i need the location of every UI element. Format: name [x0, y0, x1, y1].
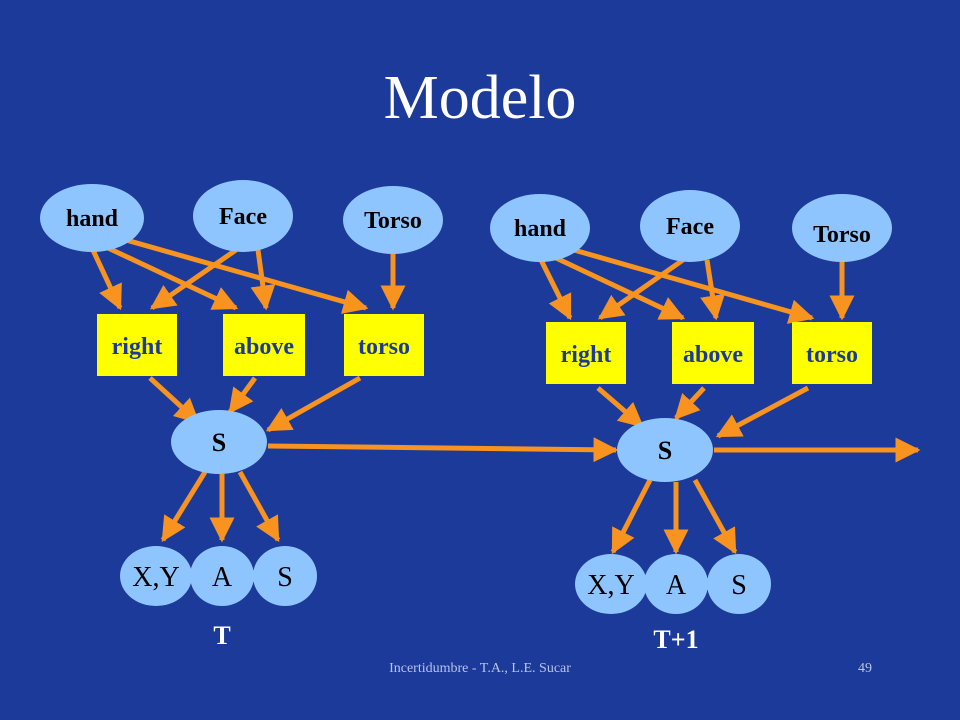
box-torso: torso [344, 314, 424, 376]
node-xy-t1: X,Y [575, 554, 647, 614]
arrow-torso-s-t1 [715, 385, 810, 439]
time-label-t1: T+1 [653, 625, 698, 654]
box-above-t1-label: above [683, 342, 743, 368]
node-torso-label: Torso [364, 208, 422, 234]
slide-title: Modelo [383, 64, 577, 132]
box-above-label: above [234, 334, 294, 360]
node-face-t1: Face [640, 190, 740, 262]
node-s-obs: S [253, 546, 317, 606]
arrow-hand-above [106, 245, 239, 311]
arrow-s-xy [160, 470, 208, 543]
node-xy: X,Y [120, 546, 192, 606]
box-torso-t1: torso [792, 322, 872, 384]
box-right-t1: right [546, 322, 626, 384]
node-xy-label: X,Y [132, 562, 179, 593]
arrow-face-right [149, 247, 238, 311]
box-right-t1-label: right [561, 342, 612, 368]
arrow-torso-s [265, 375, 362, 433]
box-torso-label: torso [358, 334, 410, 360]
node-a: A [190, 546, 254, 606]
arrow-above-s [227, 376, 258, 415]
arrow-above-s-t1 [674, 386, 706, 420]
arrow-s-to-s-t1 [267, 437, 619, 463]
arrow-face-above [250, 249, 276, 311]
node-hand-t1-label: hand [514, 216, 567, 242]
slide-footer: Incertidumbre - T.A., L.E. Sucar [389, 661, 571, 676]
arrows-slice-t [89, 237, 406, 543]
arrows-slice-t1 [537, 247, 855, 555]
slice-t: hand Face Torso right above torso [40, 180, 443, 650]
arrow-hand-torso [125, 237, 369, 314]
arrow-face-above-t1 [700, 259, 725, 321]
node-state-t1-label: S [658, 436, 672, 465]
node-s-obs-t1: S [707, 554, 771, 614]
temporal-arrows [267, 437, 921, 463]
arrow-s-s-t1 [692, 478, 738, 555]
node-hand: hand [40, 184, 144, 252]
arrow-right-s [148, 376, 200, 424]
node-face-label: Face [219, 204, 267, 230]
arrow-hand-right-t1 [537, 256, 573, 321]
arrow-hand-right [89, 246, 123, 311]
node-face-t1-label: Face [666, 214, 714, 240]
node-s-obs-label: S [277, 562, 293, 593]
slice-t1: hand Face Torso right above torso [490, 190, 892, 654]
node-torso-t1-label: Torso [813, 222, 871, 248]
node-state-t1: S [617, 418, 713, 482]
node-state: S [171, 410, 267, 474]
node-a-label: A [212, 562, 233, 593]
time-label-t: T [213, 621, 230, 650]
node-face: Face [193, 180, 293, 252]
node-torso-t1: Torso [792, 194, 892, 262]
arrow-right-s-t1 [596, 386, 644, 428]
box-torso-t1-label: torso [806, 342, 858, 368]
box-right-label: right [112, 334, 163, 360]
arrow-s-xy-t1 [610, 478, 653, 555]
arrow-face-right-t1 [597, 257, 685, 321]
box-above: above [223, 314, 305, 376]
node-hand-label: hand [66, 206, 119, 232]
arrow-s-s [237, 470, 281, 543]
arrow-hand-above-t1 [554, 255, 686, 321]
node-s-obs-t1-label: S [731, 570, 747, 601]
node-xy-t1-label: X,Y [587, 570, 634, 601]
node-torso: Torso [343, 186, 443, 254]
node-a-t1: A [644, 554, 708, 614]
node-a-t1-label: A [666, 570, 687, 601]
page-number: 49 [858, 661, 872, 676]
box-above-t1: above [672, 322, 754, 384]
node-hand-t1: hand [490, 194, 590, 262]
box-right: right [97, 314, 177, 376]
node-state-label: S [212, 428, 226, 457]
arrow-hand-torso-t1 [573, 247, 815, 324]
